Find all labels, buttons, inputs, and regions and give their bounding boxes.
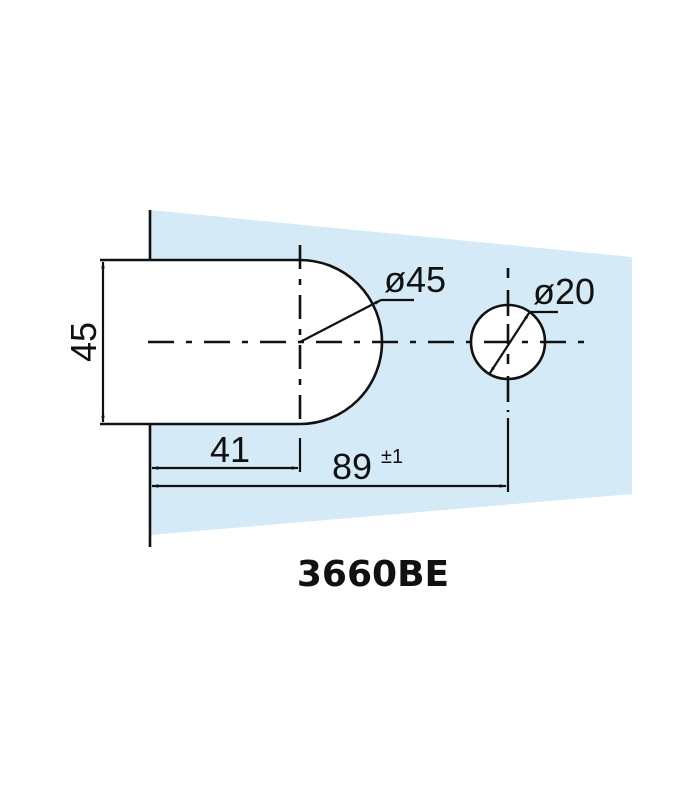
hole-diameter-label: ø20: [533, 271, 595, 312]
hole-diameter-leader: [489, 312, 530, 374]
slot-diameter-label: ø45: [384, 259, 446, 300]
part-number-label: 3660BE: [297, 554, 449, 595]
slot-height-label: 45: [63, 322, 104, 362]
hole-distance-tolerance: ±1: [381, 446, 403, 468]
slot-cutout: [100, 260, 382, 424]
hole-distance-label: 89: [332, 446, 372, 487]
slot-diameter-leader: [299, 299, 382, 343]
slot-depth-label: 41: [210, 429, 250, 470]
